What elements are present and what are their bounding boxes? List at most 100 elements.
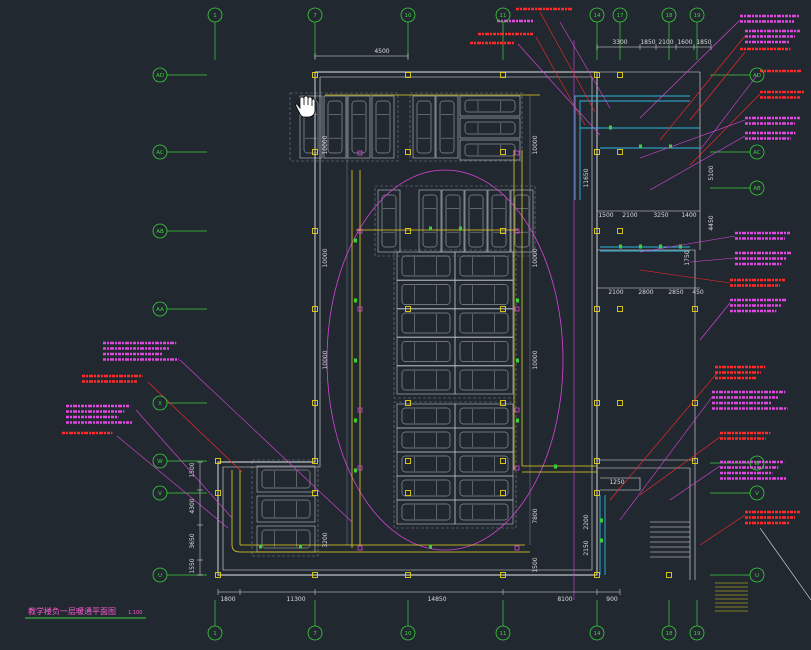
dimension-value: 1500	[532, 557, 539, 572]
column	[312, 228, 318, 234]
dimension-value: 2800	[638, 289, 653, 296]
car-icon	[439, 100, 455, 154]
car-icon	[351, 100, 367, 154]
duct-fitting	[299, 544, 302, 549]
leader-line	[539, 11, 596, 113]
dimension-value: 3250	[653, 212, 668, 219]
column	[405, 228, 411, 234]
stall-group-frame	[251, 459, 319, 557]
duct-support	[357, 465, 363, 471]
leader-line	[639, 119, 746, 159]
dimension-value: 900	[606, 596, 618, 603]
column	[312, 458, 318, 464]
parking-stall	[256, 495, 316, 523]
grid-bubble: X	[152, 395, 168, 411]
grid-bubble: AA	[152, 301, 168, 317]
grid-label: 18	[666, 631, 673, 637]
drawing-scale: 1:100	[128, 610, 142, 616]
dimension-value: 10000	[322, 350, 329, 369]
car-icon	[261, 529, 311, 549]
grid-bubble: V	[749, 485, 765, 501]
grid-bubble: 17	[612, 7, 628, 23]
column	[594, 149, 600, 155]
grid-bubble: U	[152, 567, 168, 583]
dimension-value: 11300	[286, 596, 305, 603]
grid-label: V	[158, 491, 162, 497]
grid-bubble: AB	[749, 180, 765, 196]
grid-label: W	[754, 461, 760, 467]
grid-bubble: 18	[661, 625, 677, 641]
grid-label: 7	[313, 631, 317, 637]
column	[405, 72, 411, 78]
annotation-note	[720, 460, 787, 480]
duct-fitting	[354, 468, 357, 473]
car-icon	[459, 503, 509, 521]
duct-support	[514, 150, 520, 156]
dimension-line	[197, 461, 203, 576]
grid-label: W	[157, 459, 163, 465]
car-icon	[459, 284, 509, 305]
grid-label: 11	[500, 13, 507, 19]
car-icon	[459, 479, 509, 497]
car-icon	[459, 341, 509, 362]
column	[500, 490, 506, 496]
car-icon	[381, 194, 397, 248]
column	[215, 572, 221, 578]
column	[617, 72, 623, 78]
hand-pan-icon[interactable]	[295, 95, 316, 118]
leader-line	[639, 19, 741, 119]
dimension-value: 2100	[622, 212, 637, 219]
annotation-note	[735, 251, 792, 266]
grid-bubble: 10	[400, 7, 416, 23]
duct-fitting	[669, 144, 672, 149]
grid-bubble: W	[749, 455, 765, 471]
grid-label: 19	[694, 13, 701, 19]
column	[594, 400, 600, 406]
duct-fitting	[459, 226, 462, 231]
column	[617, 306, 623, 312]
leader-line	[639, 436, 721, 496]
dimension-value: 10000	[532, 135, 539, 154]
parking-stall	[459, 117, 521, 139]
duct-fitting	[659, 244, 662, 249]
grid-bubble: 19	[689, 625, 705, 641]
dimension-value: 3650	[189, 533, 196, 548]
parking-stall	[435, 95, 459, 159]
column	[405, 458, 411, 464]
duct-support	[357, 150, 363, 156]
parking-stall	[454, 308, 514, 338]
column	[500, 306, 506, 312]
grid-label: 14	[594, 631, 601, 637]
grid-bubble: AD	[749, 67, 765, 83]
grid-label: 1	[213, 13, 217, 19]
parking-stall	[454, 280, 514, 309]
parking-stall	[454, 499, 514, 525]
leader-line	[179, 359, 353, 523]
duct-support	[357, 306, 363, 312]
car-icon	[401, 369, 451, 391]
leader-line	[689, 51, 746, 121]
leader-line	[639, 269, 731, 284]
grid-bubble: 7	[307, 7, 323, 23]
column	[617, 149, 623, 155]
leader-line	[689, 93, 761, 166]
duct-support	[514, 228, 520, 234]
duct-yellow	[231, 470, 241, 553]
leader-line	[659, 35, 746, 141]
grid-bubble: W	[152, 453, 168, 469]
car-icon	[491, 194, 507, 248]
car-icon	[459, 255, 509, 277]
column	[405, 572, 411, 578]
annotation-note	[735, 231, 790, 240]
car-icon	[401, 341, 451, 362]
annotation-note	[720, 431, 771, 440]
dimension-value: 10000	[322, 135, 329, 154]
annotation-note	[82, 374, 143, 383]
duct-fitting	[639, 244, 642, 249]
grid-label: V	[755, 491, 759, 497]
dimension-value: 11650	[583, 168, 590, 187]
duct-fitting	[259, 544, 262, 549]
